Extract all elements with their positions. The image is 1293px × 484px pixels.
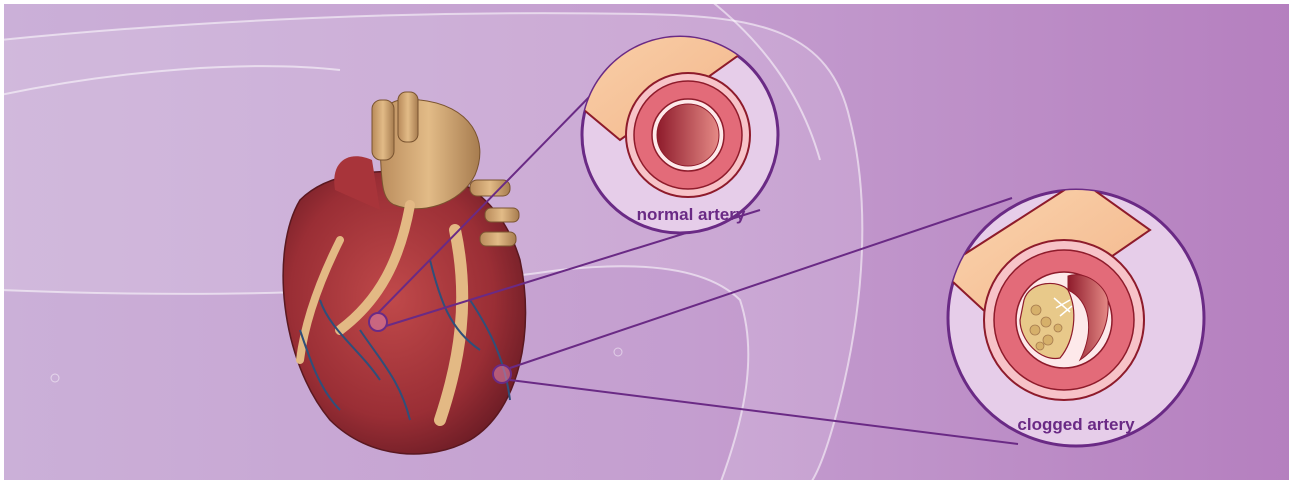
normal-artery-label: normal artery: [637, 205, 746, 224]
normal-artery-cross-section-icon: [626, 73, 750, 197]
normal-artery-marker: [369, 313, 387, 331]
clogged-artery-marker: [493, 365, 511, 383]
clogged-artery-label: clogged artery: [1017, 415, 1135, 434]
clogged-artery-cross-section-icon: [984, 240, 1144, 400]
